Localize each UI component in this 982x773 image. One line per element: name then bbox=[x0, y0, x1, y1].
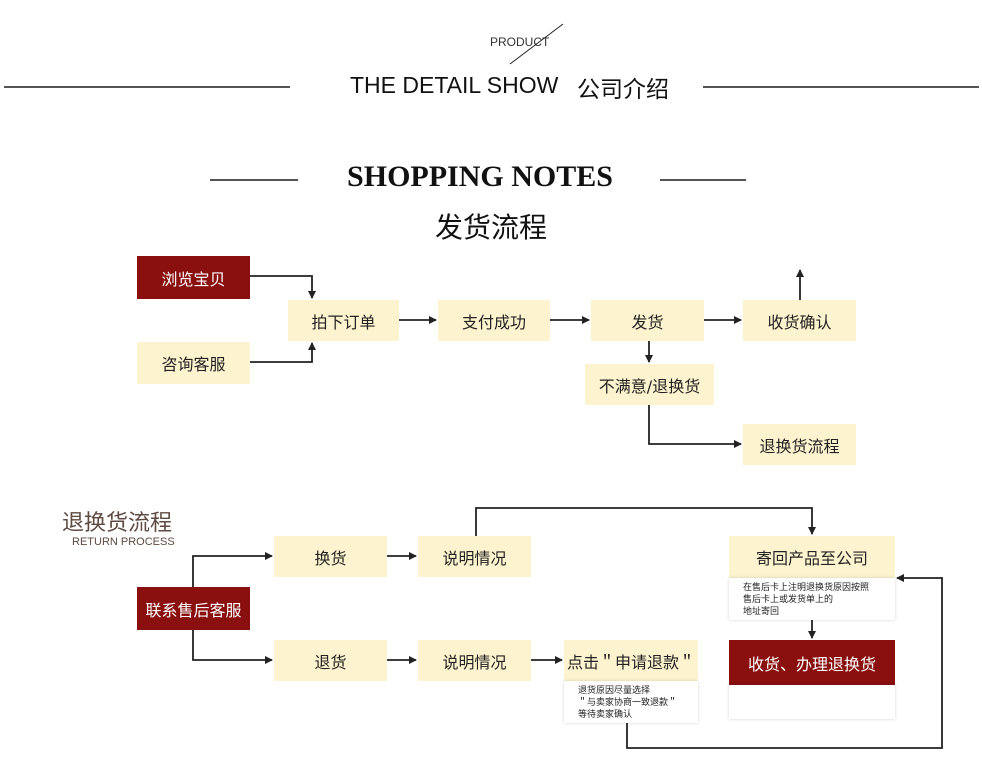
shipping-flow-title: 发货流程 bbox=[434, 211, 547, 244]
explain-to-send-arrow bbox=[475, 507, 816, 536]
order-box: 拍下订单 bbox=[288, 300, 399, 341]
apply-note-line: ＂与卖家协商一致退款＂ bbox=[578, 698, 678, 708]
browse-to-order-arrow bbox=[250, 275, 316, 299]
return-section-subtitle: RETURN PROCESS bbox=[72, 536, 175, 548]
send-back-note: 在售后卡上注明退换货原因按照 售后卡上或发货单上的 地址寄回 bbox=[729, 578, 895, 620]
apply-refund-note: 退货原因尽量选择 ＂与卖家协商一致退款＂ 等待卖家确认 bbox=[564, 681, 698, 723]
explain-box-exchange: 说明情况 bbox=[418, 536, 531, 577]
pay-box: 支付成功 bbox=[438, 300, 550, 341]
refund-box: 退货 bbox=[274, 640, 387, 681]
return-section-title: 退换货流程 bbox=[62, 511, 173, 536]
notes-left-rule bbox=[210, 179, 298, 181]
apply-note-line: 退货原因尽量选择 bbox=[578, 686, 651, 696]
ship-box: 发货 bbox=[591, 300, 704, 341]
header-right-rule bbox=[703, 86, 979, 88]
header-left-rule bbox=[4, 86, 290, 88]
confirm-box: 收货确认 bbox=[743, 300, 856, 341]
shopping-notes-title: SHOPPING NOTES bbox=[347, 160, 613, 193]
consult-box: 咨询客服 bbox=[137, 342, 250, 384]
send-note-line: 在售后卡上注明退换货原因按照 bbox=[743, 583, 870, 593]
consult-to-order-arrow bbox=[250, 342, 316, 363]
company-intro-title: 公司介绍 bbox=[577, 77, 669, 103]
apply-refund-box: 点击＂申请退款＂ bbox=[564, 640, 698, 681]
send-note-line: 地址寄回 bbox=[743, 607, 780, 617]
return-process-box: 退换货流程 bbox=[743, 424, 856, 465]
unsatisfied-box: 不满意/退换货 bbox=[585, 364, 714, 405]
detail-show-title: THE DETAIL SHOW bbox=[350, 72, 559, 98]
unsatisfied-to-return-arrow bbox=[648, 405, 742, 448]
contact-service-box: 联系售后客服 bbox=[137, 587, 250, 630]
product-slash-line bbox=[509, 23, 564, 65]
apply-note-line: 等待卖家确认 bbox=[578, 710, 633, 720]
receive-handle-blank bbox=[729, 685, 895, 719]
browse-box: 浏览宝贝 bbox=[137, 256, 250, 299]
explain-box-refund: 说明情况 bbox=[418, 640, 531, 681]
send-note-line: 售后卡上或发货单上的 bbox=[743, 595, 834, 605]
contact-to-refund-arrow bbox=[192, 630, 273, 664]
exchange-box: 换货 bbox=[274, 536, 387, 577]
contact-to-exchange-arrow bbox=[192, 552, 273, 587]
notes-right-rule bbox=[660, 179, 746, 181]
apply-to-send-loop-arrow bbox=[626, 574, 943, 749]
send-back-box: 寄回产品至公司 bbox=[729, 536, 895, 578]
receive-handle-box: 收货、办理退换货 bbox=[729, 640, 895, 685]
